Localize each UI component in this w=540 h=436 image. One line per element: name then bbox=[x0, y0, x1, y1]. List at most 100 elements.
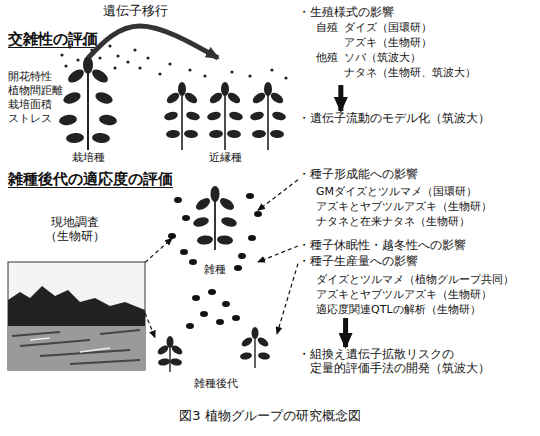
cultivated-plant bbox=[66, 67, 86, 86]
pollen-dots bbox=[230, 70, 233, 73]
pollen-dots bbox=[248, 74, 251, 77]
seeds bbox=[232, 315, 240, 321]
offspring-plants bbox=[252, 327, 259, 339]
offspring-plants bbox=[157, 358, 170, 367]
seeds bbox=[186, 323, 194, 329]
text-group: ・組換え遺伝子拡散リスクの 定量的評価手法の開発（筑波大） bbox=[298, 347, 503, 383]
pollen-dots bbox=[133, 48, 136, 51]
cultivated-plant bbox=[94, 90, 114, 106]
seeds bbox=[234, 265, 242, 271]
wild-relative-plants bbox=[165, 91, 181, 106]
section-heading: 交雑性の評価 bbox=[8, 30, 98, 48]
wild-relative-plants bbox=[209, 129, 224, 138]
wild-relative-plants bbox=[208, 91, 224, 106]
cultivated-plant bbox=[90, 67, 110, 86]
sub-item: 適応度関連QTLの解析（生物研） bbox=[316, 303, 481, 316]
seeds bbox=[254, 211, 262, 217]
edge-label: 遺伝子移行 bbox=[75, 3, 195, 19]
wild-relative-plants bbox=[166, 129, 181, 138]
pollen-dots bbox=[108, 44, 111, 47]
hybrid-plant bbox=[218, 196, 236, 213]
pollen-dots bbox=[113, 66, 116, 69]
wild-relative-plants bbox=[251, 91, 267, 106]
dashed-arrow bbox=[145, 238, 172, 262]
offspring-plants bbox=[169, 358, 182, 367]
pollen-dots bbox=[138, 66, 141, 69]
seeds bbox=[182, 215, 190, 221]
sub-item: ダイズとツルマメ（植物グループ共同） bbox=[316, 273, 514, 286]
dashed-arrow bbox=[258, 180, 298, 210]
bullet-item: ・遺伝子流動のモデル化（筑波大） bbox=[298, 111, 536, 125]
sub-item: アズキとヤブツルアズキ（生物研） bbox=[316, 288, 492, 301]
sub-heading: 他殖 bbox=[316, 51, 338, 64]
hybrid-plant bbox=[192, 186, 238, 250]
cultivated-plant bbox=[92, 132, 111, 144]
sub-item: ダイズ（国環研） bbox=[344, 21, 432, 34]
pollen-dots bbox=[76, 58, 79, 61]
sub-item: ナタネ（生物研、筑波大） bbox=[344, 66, 476, 79]
bullet-item: ・種子形成能への影響 bbox=[298, 167, 418, 181]
hybrid-plant bbox=[220, 216, 238, 229]
wild-relative-plants bbox=[163, 110, 179, 121]
wild-relative-plants bbox=[269, 91, 285, 106]
plant-illustration: 近縁種 bbox=[155, 58, 295, 164]
wild-relative-plants bbox=[249, 110, 265, 121]
cultivated-plant bbox=[66, 132, 85, 144]
field-photo bbox=[8, 326, 145, 370]
sub-item: ナタネと在来ナタネ（生物研） bbox=[316, 215, 470, 228]
offspring-plants bbox=[239, 352, 252, 361]
seeds bbox=[248, 235, 256, 241]
bullet-item: ・組換え遺伝子拡散リスクの 定量的評価手法の開発（筑波大） bbox=[298, 347, 503, 376]
field-photo bbox=[8, 262, 145, 370]
pollen-dots bbox=[284, 76, 287, 79]
cultivated-plant bbox=[58, 56, 117, 150]
plant-illustration: 雑種 bbox=[172, 182, 258, 276]
field-photo bbox=[12, 330, 140, 364]
sub-item: ソバ（筑波大） bbox=[344, 51, 421, 64]
wild-relative-plants bbox=[227, 129, 242, 138]
plant-label: 雑種 bbox=[204, 263, 226, 276]
cultivated-plant bbox=[58, 114, 77, 127]
dashed-arrow bbox=[258, 246, 298, 262]
field-photo bbox=[30, 338, 110, 352]
plant-label: 栽培種 bbox=[72, 151, 105, 164]
text-group: ・種子生産量への影響ダイズとツルマメ（植物グループ共同） アズキとヤブツルアズキ（… bbox=[298, 254, 536, 318]
cultivated-plant bbox=[83, 56, 93, 74]
sub-item: アズキとヤブツルアズキ（生物研） bbox=[316, 200, 492, 213]
gene-flow-arrow bbox=[88, 26, 218, 58]
pollen-dots bbox=[188, 68, 191, 71]
factor-item: 植物間距離 bbox=[8, 84, 63, 97]
wild-relative-plants bbox=[183, 91, 199, 106]
seeds bbox=[208, 289, 216, 295]
wild-relative-plants bbox=[178, 82, 186, 96]
seeds bbox=[192, 295, 200, 301]
dashed-arrow bbox=[277, 264, 298, 334]
section-heading: 雑種後代の適応度の評価 bbox=[8, 170, 173, 188]
field-photo bbox=[8, 286, 145, 326]
cultivated-plant bbox=[98, 114, 117, 127]
pollen-dots bbox=[64, 64, 67, 67]
bullet-item: ・種子休眠性・越冬性への影響 bbox=[298, 238, 536, 252]
pollen-dots bbox=[116, 54, 119, 57]
hybrid-plant bbox=[197, 235, 214, 245]
flow-arrow bbox=[343, 318, 348, 347]
seeds bbox=[238, 253, 246, 259]
hybrid-plant bbox=[214, 194, 216, 250]
factor-item: 開花特性 bbox=[8, 70, 52, 83]
field-photo bbox=[8, 262, 145, 370]
text-group: ・遺伝子流動のモデル化（筑波大） bbox=[298, 111, 536, 129]
factor-item: ストレス bbox=[8, 112, 52, 125]
seeds bbox=[180, 249, 188, 255]
pollen-dots bbox=[126, 60, 129, 63]
pollen-dots bbox=[158, 72, 161, 75]
offspring-plants bbox=[257, 352, 270, 361]
seeds bbox=[174, 197, 182, 203]
pollen-dots bbox=[146, 56, 149, 59]
plant-label: 近縁種 bbox=[209, 151, 242, 164]
wild-relative-plants bbox=[267, 88, 269, 150]
flow-arrow bbox=[338, 85, 343, 111]
wild-relative-plants bbox=[270, 129, 285, 138]
bullet-item: ・種子生産量への影響 bbox=[298, 254, 418, 268]
wild-relative-plants bbox=[264, 82, 272, 96]
cultivated-plant bbox=[87, 70, 89, 150]
